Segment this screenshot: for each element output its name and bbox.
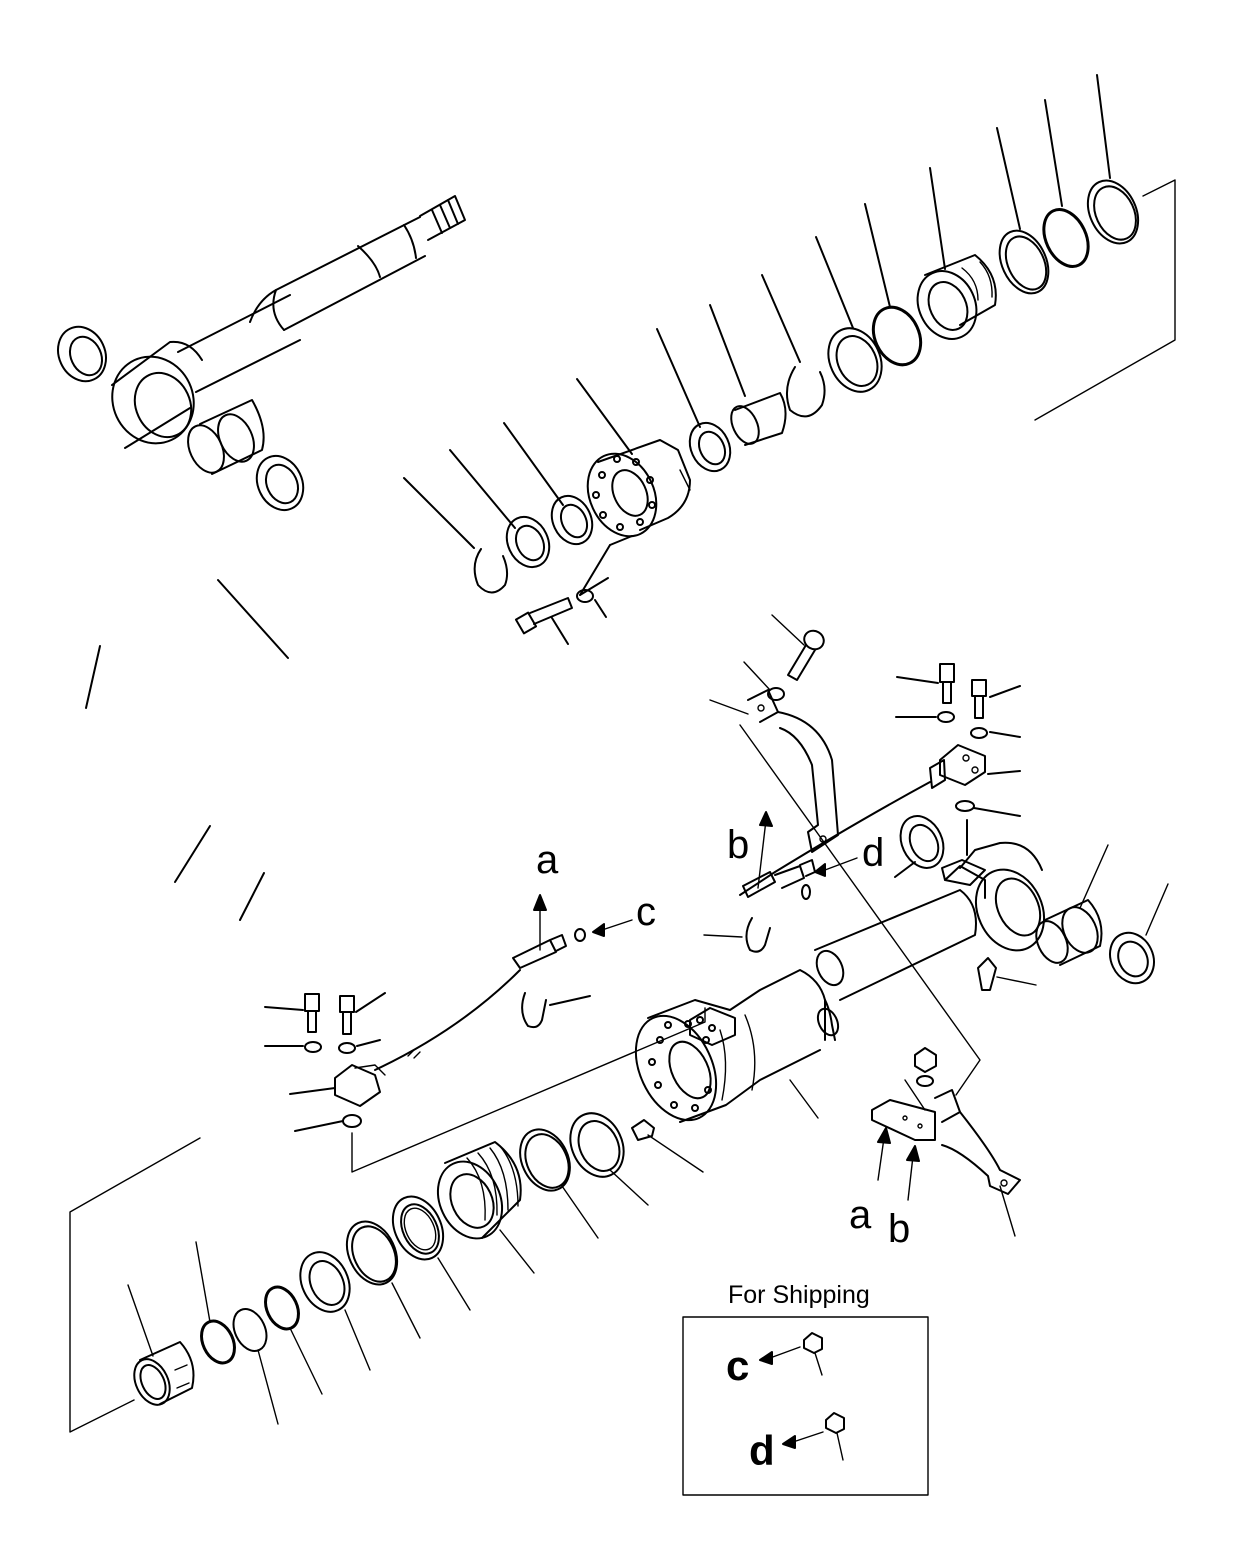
buffer-ring [688,421,732,473]
piston-rod-assembly [111,195,466,449]
tube-b-clip [703,917,771,953]
wear-ring [827,327,883,393]
leader-nut [904,1079,926,1111]
mid-bracket-line [351,1007,706,1173]
rod-eye-bushing [187,399,265,475]
tube-a-clip [521,992,547,1029]
piston-ring-lower-f [195,1241,236,1365]
arrow-a-upper [533,894,547,951]
snap-ring-piston [785,366,826,418]
shipping-c-arrow [759,1346,801,1365]
cross-bracket-line [739,724,981,1096]
upper-bracket-line [1034,179,1176,421]
dust-seal-rod [505,515,551,569]
clamp-bolt-right [771,614,825,681]
nut-lower [914,1047,937,1087]
clamp-washer-right [743,661,785,701]
piston-seal-a [998,229,1050,295]
upper-leader-lines [85,74,1111,921]
grease-fitting [977,957,1037,991]
shipping-d-label: d [749,1427,775,1474]
head-bolt [514,597,573,635]
tube-upper-wear-ring [899,815,945,869]
arrow-d-upper [814,857,858,877]
cylinder-tube [634,841,1046,1123]
leader-clamp [709,699,749,715]
tube-end-dust-seal [1109,883,1169,985]
stop-collar [127,1284,195,1406]
callout-b-upper: b [727,823,749,867]
bottom-wear-ring [569,1112,649,1206]
cushion-plug [631,1119,704,1173]
piston-seal-c [1086,179,1140,245]
shipping-c-nut [803,1332,823,1376]
bolts-right-top [937,663,988,739]
clamp-right-upper [747,689,839,853]
bottom-seal-ring [519,1128,599,1239]
flange-o-ring-right [955,800,975,812]
rod-seal [550,494,594,546]
piston-ring-lower-d [264,1285,323,1395]
rod-eye-dust-seal [255,454,305,512]
lower-bracket-line [69,1137,201,1433]
tube-a-o-ring [574,928,586,942]
shipping-d-arrow [782,1431,824,1449]
bolts-left [304,993,356,1054]
rod-bushing [730,392,787,446]
shipping-d-nut [825,1412,845,1461]
shipping-c-label: c [726,1342,749,1389]
piston-seal-b [1042,208,1090,268]
leader-tube [789,1079,819,1119]
arrow-b-lower [906,1145,920,1201]
callout-b-lower: b [888,1207,910,1251]
arrow-a-lower [877,1127,891,1181]
flange-left [334,1064,386,1107]
right-leader-lines [894,676,1021,878]
callout-c-upper: c [636,890,656,934]
piston-ring-lower-a [391,1195,471,1311]
shipping-box [682,1316,929,1496]
rod-end-bushing [57,325,107,383]
cylinder-head [586,439,691,538]
arrow-b-upper [757,811,773,889]
tube-end-bushing [1035,844,1109,966]
callout-a-upper: a [536,838,559,882]
snap-ring-rod [473,548,509,594]
clamp-lower [934,1089,1021,1237]
piston-o-ring [871,305,923,367]
piston [436,1141,535,1274]
callout-a-lower: a [849,1193,872,1237]
flange-right [929,744,986,789]
tube-a [374,934,567,1071]
piston-ring-lower-c [299,1251,371,1371]
flange-o-ring-left [342,1114,362,1128]
tube-b-o-ring [801,884,811,900]
shipping-title: For Shipping [728,1281,870,1309]
callout-d-upper: d [862,831,884,875]
piston-ring-lower-e [232,1308,279,1425]
head-washer [576,589,594,603]
piston-ring-lower-b [345,1220,421,1339]
arrow-c-upper [592,919,633,937]
bracket-plate [871,1099,936,1141]
head-fitting-plate [689,1007,736,1046]
tube-b [739,781,931,898]
left-leader-lines [264,992,591,1132]
piston-nut [916,254,997,340]
